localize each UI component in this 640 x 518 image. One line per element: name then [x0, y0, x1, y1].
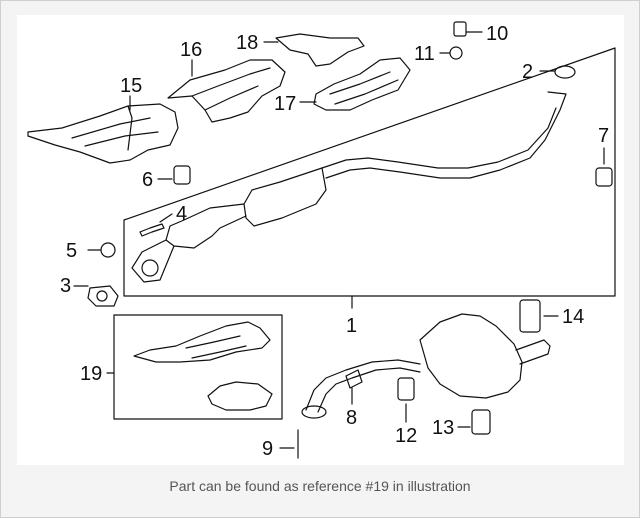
nut-10 — [453, 21, 467, 37]
nut-5 — [100, 242, 116, 258]
callout-15: 15 — [120, 75, 142, 97]
hanger-13 — [471, 409, 491, 435]
callout-11: 11 — [414, 43, 435, 65]
heat-shield-15 — [27, 103, 179, 164]
heat-shield-15-rib — [71, 105, 159, 151]
callout-12: 12 — [395, 425, 417, 447]
hanger-12 — [397, 377, 415, 401]
catalytic-converter — [243, 167, 327, 227]
heat-shield-16 — [167, 59, 286, 123]
front-pipe-lower — [321, 107, 557, 169]
callout-8: 8 — [346, 407, 357, 429]
callout-6: 6 — [142, 169, 153, 191]
callout-3: 3 — [60, 275, 71, 297]
inlet-flange — [131, 239, 175, 283]
hanger-14 — [519, 299, 541, 333]
gasket-2 — [554, 65, 576, 79]
caption: Part can be found as reference #19 in il… — [169, 478, 471, 494]
rear-pipe — [305, 359, 421, 411]
callout-18: 18 — [236, 32, 258, 54]
heat-shield-19a-rib — [185, 335, 247, 359]
bolt-4 — [139, 223, 165, 237]
front-pipe — [325, 91, 567, 179]
pipe-flange — [301, 405, 327, 419]
heat-shield-17 — [313, 57, 411, 111]
converter-cone — [165, 203, 247, 249]
callout-17: 17 — [274, 93, 296, 115]
callout-4-leader — [159, 213, 173, 223]
inlet-opening — [141, 259, 159, 277]
muffler — [419, 313, 523, 399]
bracket-8 — [345, 369, 363, 389]
callout-5: 5 — [66, 240, 77, 262]
heat-shield-18 — [275, 33, 365, 67]
gasket-3 — [87, 285, 119, 307]
washer-11 — [449, 46, 463, 60]
callout-7: 7 — [598, 125, 609, 147]
rear-pipe-lower — [317, 367, 421, 413]
callout-1: 1 — [346, 315, 357, 337]
hanger-7 — [595, 167, 613, 187]
heat-shield-19a — [133, 321, 271, 363]
callout-13: 13 — [432, 417, 454, 439]
hanger-6 — [173, 165, 191, 185]
callout-4: 4 — [176, 203, 187, 225]
callout-10: 10 — [486, 23, 508, 45]
gasket-3-hole — [96, 290, 108, 302]
callout-19: 19 — [80, 363, 102, 385]
callout-9: 9 — [262, 438, 273, 460]
heat-shield-16-rib — [191, 67, 271, 111]
callout-16: 16 — [180, 39, 202, 61]
group-19-box — [113, 314, 283, 420]
callout-14: 14 — [562, 306, 584, 328]
heat-shield-19b — [207, 381, 273, 411]
callout-2: 2 — [522, 61, 533, 83]
heat-shield-17-rib — [329, 71, 399, 105]
assembly-1-outline — [123, 47, 616, 297]
diagram-panel — [17, 15, 624, 465]
muffler-tailpipe — [515, 339, 551, 365]
